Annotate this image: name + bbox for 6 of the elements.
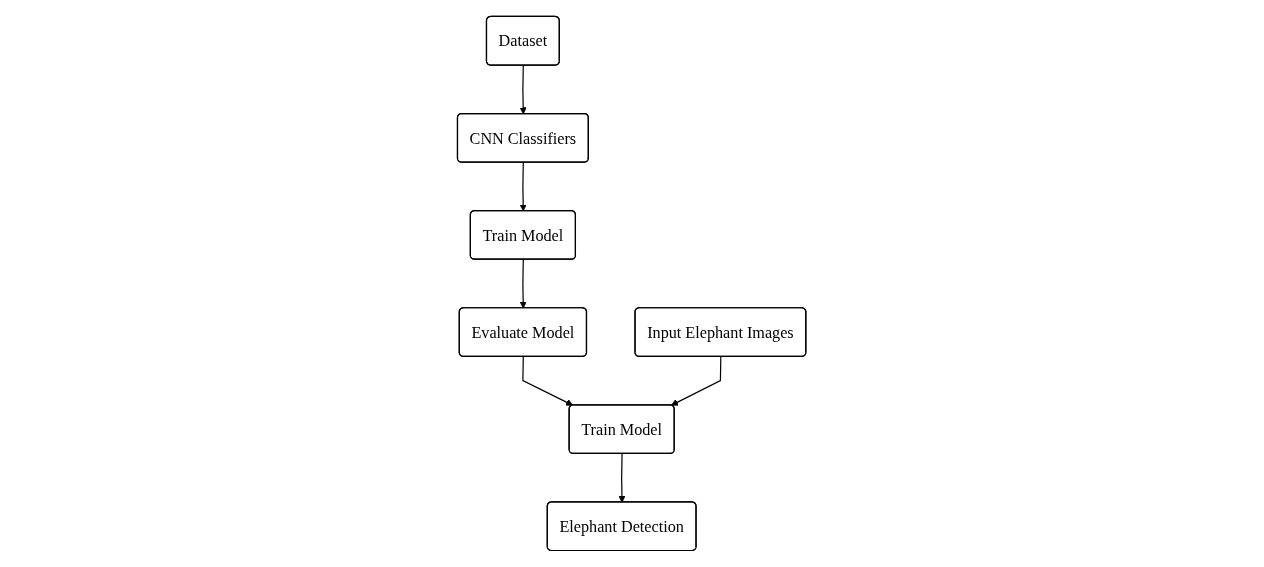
arrow [618, 453, 626, 503]
arrow [522, 356, 574, 406]
arrow [520, 64, 528, 115]
arrow [520, 161, 528, 212]
arrow [520, 259, 528, 309]
arrow [671, 356, 722, 406]
